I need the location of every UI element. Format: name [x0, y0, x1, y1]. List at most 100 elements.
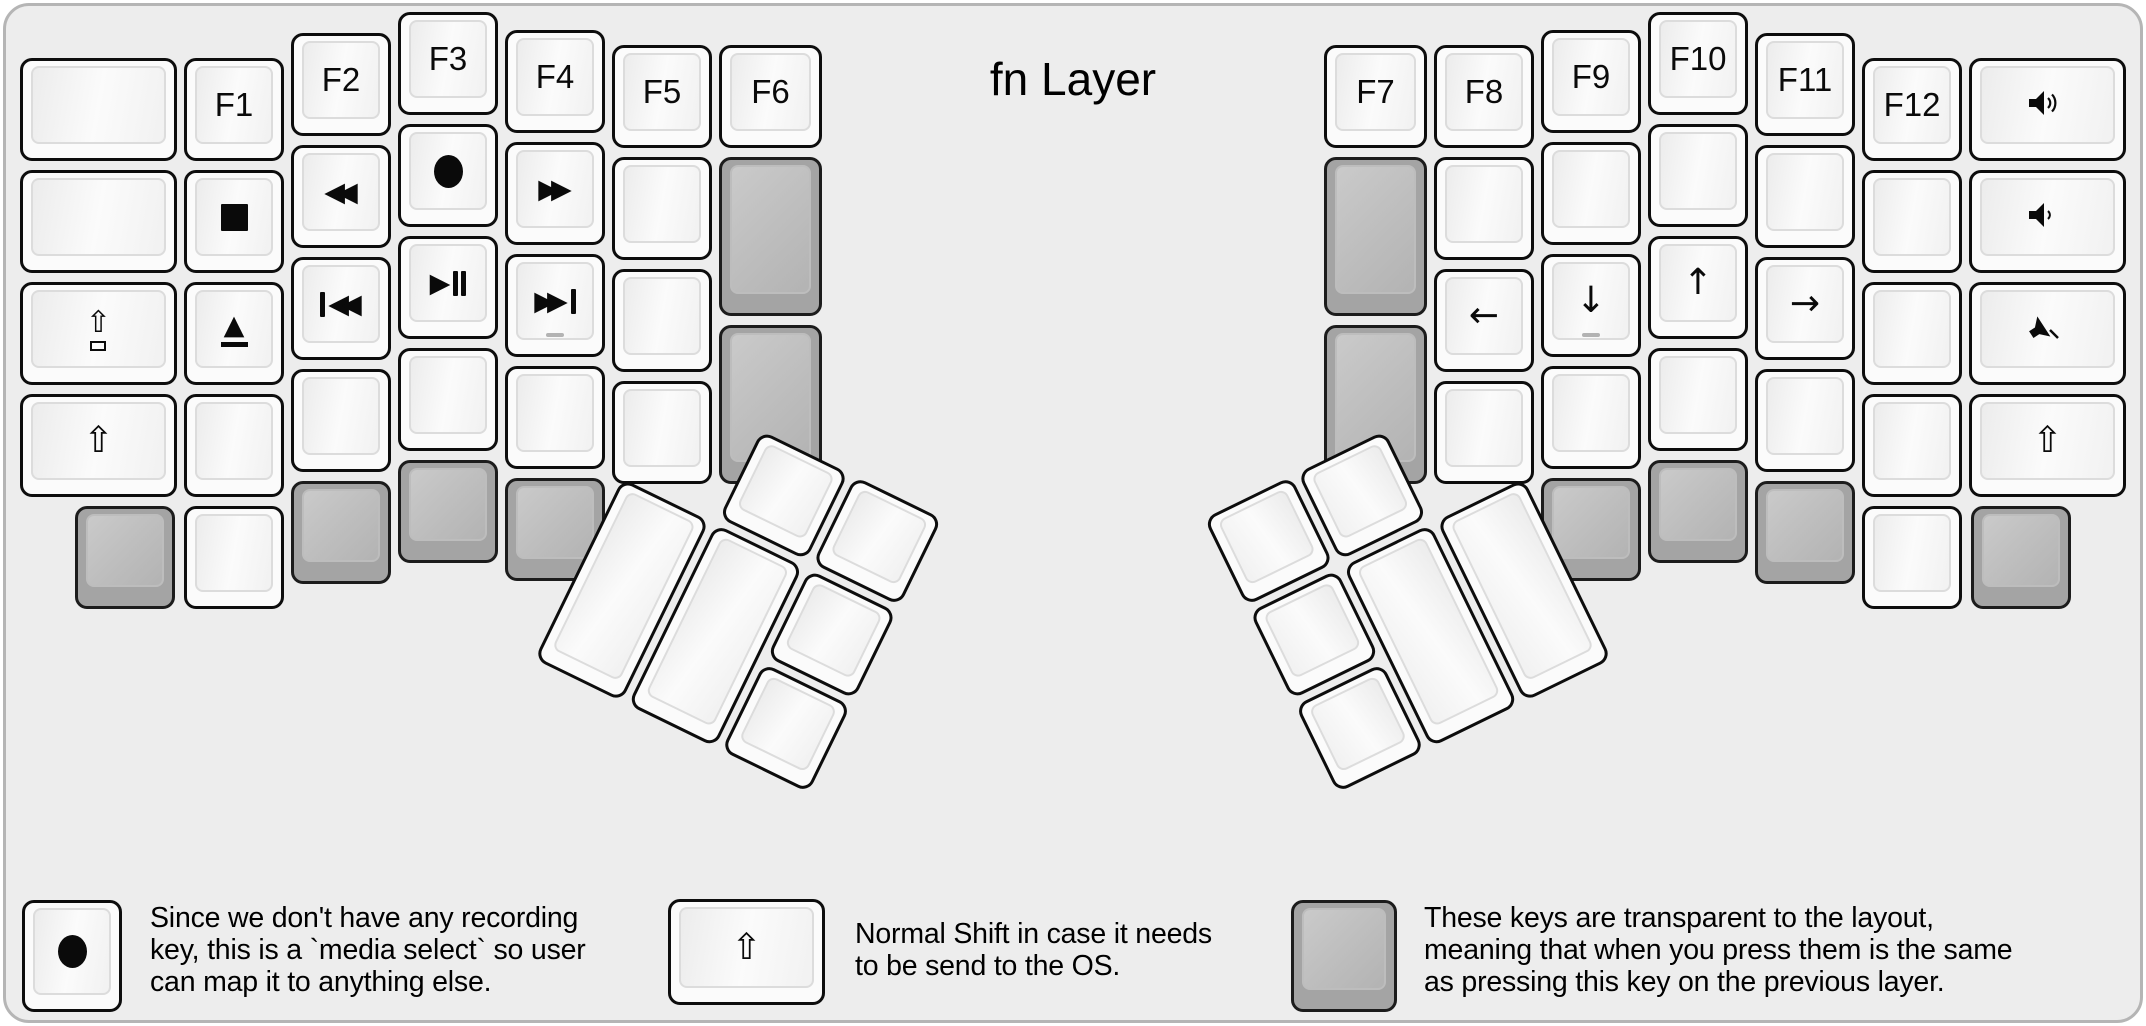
homing-bar: [1582, 333, 1600, 337]
keycap-top: [1308, 675, 1408, 773]
keycap-top: ◀◀: [302, 265, 380, 343]
key-label: F10: [1669, 40, 1727, 77]
key-label: F4: [535, 58, 575, 95]
key-f7: F7: [1324, 45, 1427, 148]
key-skip-forward: ▶▶: [505, 254, 605, 357]
key-f11: F11: [1755, 33, 1855, 136]
key-f6: F6: [719, 45, 822, 148]
key-f3: F3: [398, 12, 498, 115]
homing-bar: [546, 333, 564, 337]
key-blank: [20, 58, 177, 161]
keycap-top: [1980, 178, 2115, 256]
key-blank: [1755, 369, 1855, 472]
key-arrow-left: ←: [1434, 269, 1534, 372]
keycap-top: [1659, 132, 1737, 210]
key-blank: [1862, 282, 1962, 385]
keycap-top: [1302, 908, 1386, 990]
key-label: F8: [1464, 73, 1504, 110]
keycap-top: F12: [1873, 66, 1951, 144]
key-label: F11: [1777, 61, 1833, 98]
key-f8: F8: [1434, 45, 1534, 148]
key-eject: ▲: [184, 282, 284, 385]
keycap-top: [516, 486, 594, 559]
keycap-top: F9: [1552, 38, 1630, 116]
key-label: F7: [1356, 73, 1395, 110]
key-caps-lock: ⇧: [20, 282, 177, 385]
eject-icon: ▲: [220, 312, 248, 347]
key-blank: [1541, 366, 1641, 469]
keycap-top: ←: [1445, 277, 1523, 355]
key-arrow-down: ↓: [1541, 254, 1641, 357]
keycap-top: ⇧: [31, 402, 166, 480]
keycap-top: [1552, 374, 1630, 452]
key-blank: [291, 369, 391, 472]
shift-icon: ⇧: [83, 420, 114, 461]
keycap-top: F1: [195, 66, 273, 144]
keycap-top: ▶▶: [516, 262, 594, 340]
key-blank: [612, 157, 712, 260]
skip-back-icon: ◀◀: [320, 291, 362, 318]
key-arrow-up: ↑: [1648, 236, 1748, 339]
key-f12: F12: [1862, 58, 1962, 161]
keycap-top: ▶▶: [516, 150, 594, 228]
keycap-top: F10: [1659, 20, 1737, 98]
keycap-top: [1310, 442, 1410, 541]
key-f1: F1: [184, 58, 284, 161]
keycap-top: [1766, 489, 1844, 562]
arrow-icon: ↑: [1682, 262, 1714, 303]
key-label: F1: [214, 86, 254, 123]
keycap-top: [623, 277, 701, 355]
key-blank: [1862, 394, 1962, 497]
keycap-top: [1552, 150, 1630, 228]
keycap-top: [730, 165, 811, 294]
keycap-top: [409, 468, 487, 541]
keycap-top: [623, 165, 701, 243]
legend-text-2: Normal Shift in case it needs to be send…: [855, 918, 1212, 982]
key-blank: [398, 348, 498, 451]
key-f4: F4: [505, 30, 605, 133]
keycap-top: F5: [623, 53, 701, 131]
keycap-top: [1766, 153, 1844, 231]
keycap-top: [1262, 581, 1362, 680]
key-shift-left: ⇧: [20, 394, 177, 497]
keycap-top: [1335, 165, 1416, 294]
keycap-top: [516, 374, 594, 452]
key-f2: F2: [291, 33, 391, 136]
keycap-top: F3: [409, 20, 487, 98]
keycap-top: [195, 178, 273, 256]
keycap-top: [1659, 468, 1737, 541]
key-transparent: [1648, 460, 1748, 563]
keycap-top: ⇧: [679, 907, 814, 988]
key-transparent: [1971, 506, 2071, 609]
skip-forward-icon: ▶▶: [534, 288, 576, 315]
key-label: F2: [321, 61, 361, 98]
volume-down-icon: [2027, 200, 2069, 235]
keycap-top: ▶: [409, 244, 487, 322]
keycap-top: [623, 389, 701, 467]
keycap-top: [302, 489, 380, 562]
key-shift-right: ⇧: [1969, 394, 2126, 497]
key-transparent: [75, 506, 175, 609]
key-label: F3: [428, 40, 468, 77]
keycap-top: F11: [1766, 41, 1844, 119]
key-blank: [1648, 124, 1748, 227]
keycap-top: [1445, 389, 1523, 467]
key-fast-forward: ▶▶: [505, 142, 605, 245]
volume-up-icon: [2027, 88, 2069, 123]
key-f5: F5: [612, 45, 712, 148]
keycap-top: →: [1766, 265, 1844, 343]
keycap-top: [1659, 356, 1737, 434]
key-blank: [184, 394, 284, 497]
key-volume-up: [1969, 58, 2126, 161]
key-blank: [1648, 348, 1748, 451]
key-rewind: ◀◀: [291, 145, 391, 248]
record-icon: [57, 935, 87, 968]
key-blank: [505, 366, 605, 469]
keycap-top: ⇧: [1980, 402, 2115, 480]
keycap-top: [1873, 514, 1951, 592]
keycap-top: F8: [1445, 53, 1523, 131]
key-play-pause: ▶: [398, 236, 498, 339]
arrow-icon: ↓: [1575, 280, 1607, 321]
keycap-top: [1873, 290, 1951, 368]
